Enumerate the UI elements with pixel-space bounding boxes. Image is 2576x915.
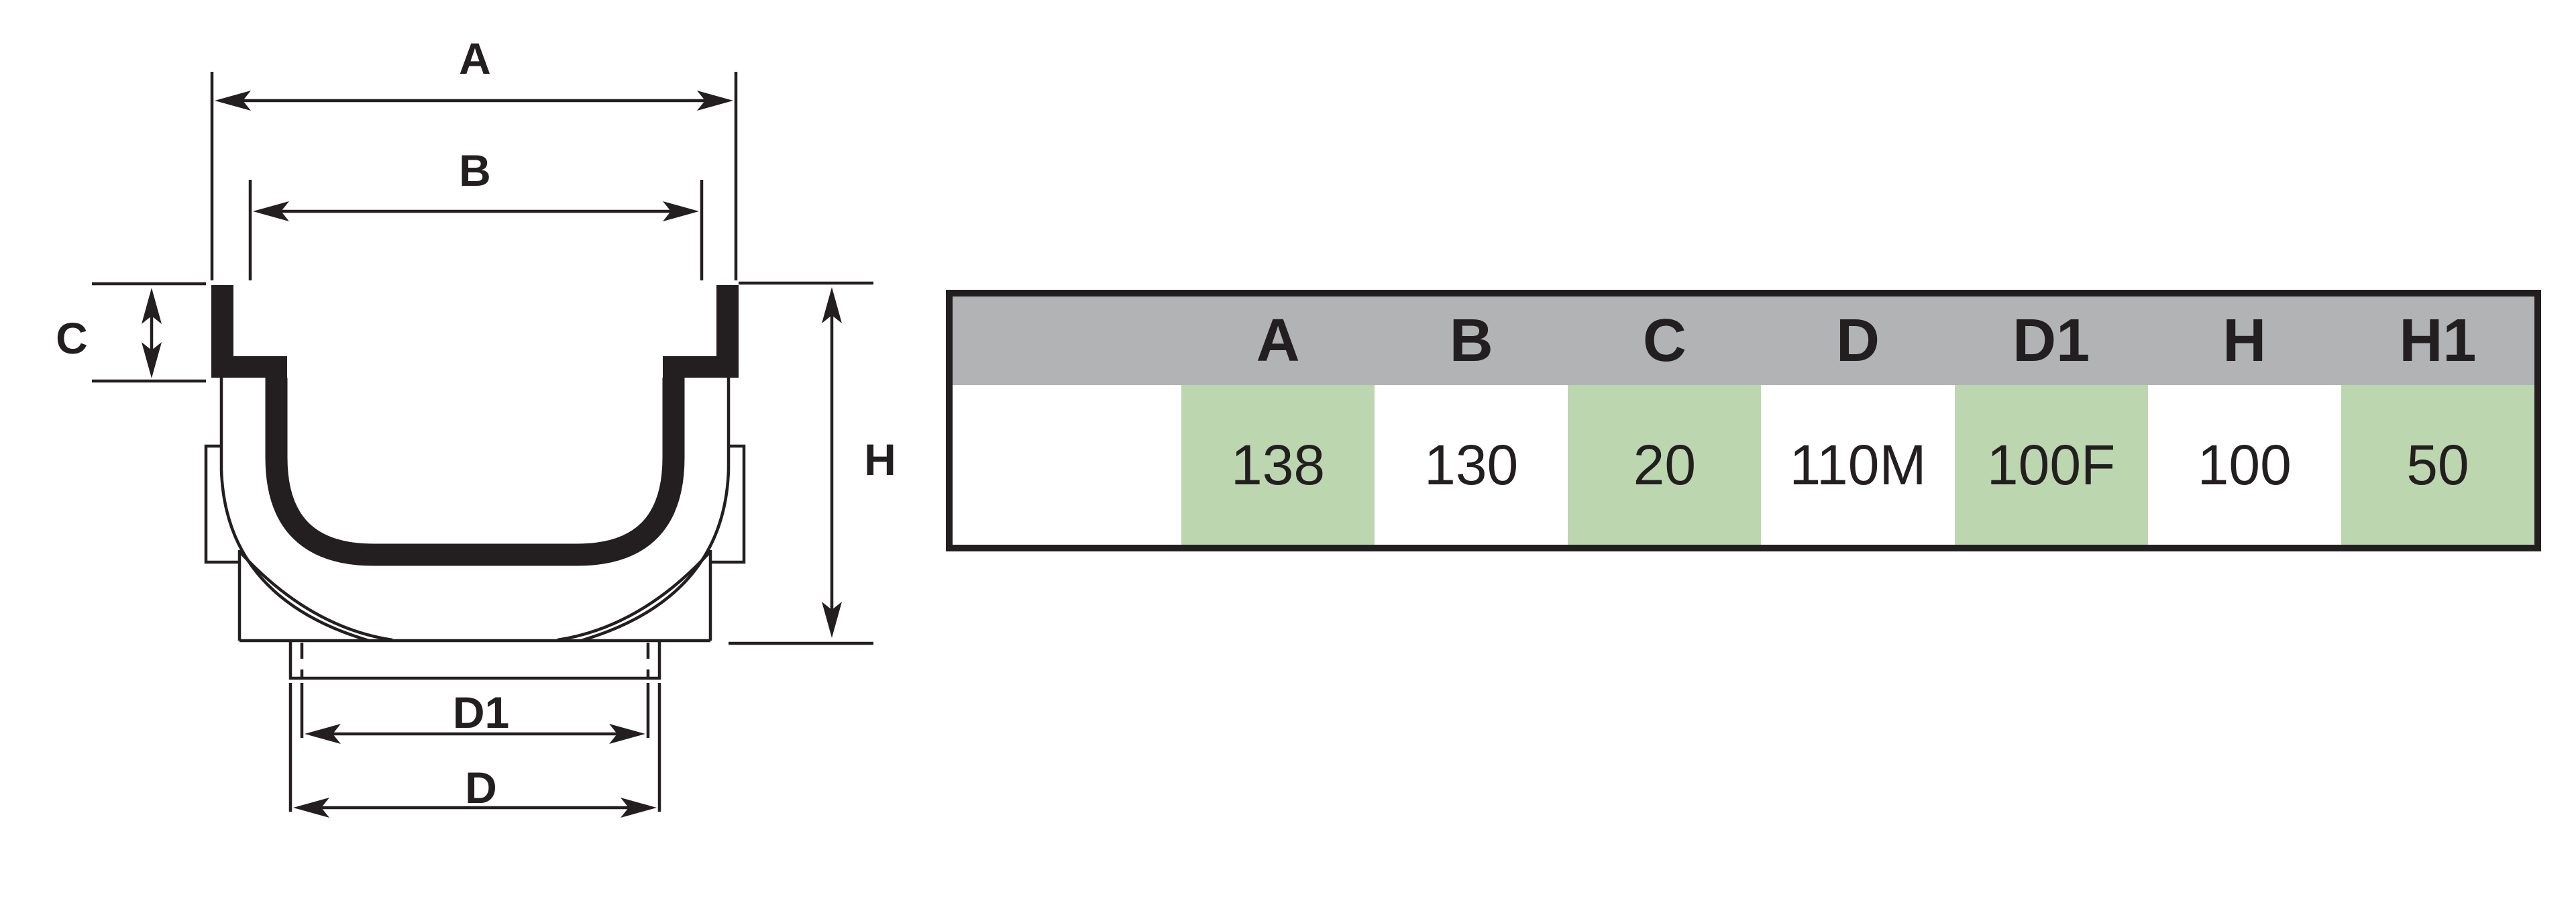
dim-d1-arrowhead-right (609, 724, 645, 744)
dimension-d: D (288, 683, 661, 818)
header-cell-blank (953, 297, 1181, 385)
left-outer-wall (219, 378, 370, 643)
bottom-spigot-outline (288, 641, 661, 680)
dim-c-arrowhead-bottom (142, 342, 162, 378)
right-side-tab (710, 444, 746, 564)
dimension-a: A (210, 34, 738, 280)
channel-liner (211, 285, 739, 566)
right-cradle-curve (557, 550, 712, 642)
channel-cross-section-diagram: A B C H (56, 34, 896, 818)
liner-u-profile (265, 378, 685, 566)
table-header-row: A B C D D1 H H1 (953, 297, 2534, 385)
dim-a-arrowhead-right (697, 91, 733, 111)
table-value-row: 138 130 20 110M 100F 100 50 (953, 385, 2534, 545)
dim-d1-arrowhead-left (305, 724, 341, 744)
dim-h-arrowhead-top (822, 287, 842, 323)
dim-label-h: H (864, 435, 896, 484)
dim-h-arrowhead-bottom (822, 602, 842, 638)
right-edge-rail (663, 285, 739, 378)
dim-label-d1: D1 (453, 688, 509, 737)
dimension-b: B (248, 146, 704, 280)
dim-c-arrowhead-top (142, 288, 162, 324)
header-cell-a: A (1256, 307, 1300, 374)
dimensions-table: A B C D D1 H H1 138 130 20 110M 100F 100… (946, 290, 2541, 551)
dimension-d1: D1 (300, 683, 650, 744)
dim-label-d: D (465, 763, 497, 812)
dim-b-arrowhead-left (253, 201, 289, 221)
channel-body (204, 378, 746, 680)
value-cell-h: 100 (2147, 385, 2341, 545)
dimension-h: H (729, 281, 896, 645)
dim-label-a: A (459, 34, 491, 83)
header-cell-d1: D1 (2012, 307, 2090, 374)
value-cell-h1: 50 (2341, 385, 2534, 545)
dim-b-arrowhead-right (663, 201, 699, 221)
value-cell-c: 20 (1568, 385, 1762, 545)
value-cell-blank (953, 385, 1181, 545)
dimension-c: C (56, 282, 206, 383)
value-cell-b: 130 (1375, 385, 1568, 545)
dim-a-arrowhead-left (215, 91, 251, 111)
dim-label-c: C (56, 313, 88, 363)
value-cell-d: 110M (1761, 385, 1955, 545)
right-outer-wall (580, 378, 731, 643)
header-cell-b: B (1449, 307, 1493, 374)
dim-label-b: B (459, 146, 491, 195)
value-cell-a: 138 (1181, 385, 1375, 545)
header-cell-c: C (1642, 307, 1686, 374)
header-cell-d: D (1835, 307, 1880, 374)
dim-d-arrowhead-left (293, 798, 329, 818)
left-side-tab (204, 444, 239, 564)
header-cell-h: H (2222, 307, 2267, 374)
header-cell-h1: H1 (2399, 307, 2477, 374)
value-cell-d1: 100F (1954, 385, 2148, 545)
left-edge-rail (211, 285, 287, 378)
dim-d-arrowhead-right (621, 798, 657, 818)
left-cradle-curve (238, 550, 393, 642)
